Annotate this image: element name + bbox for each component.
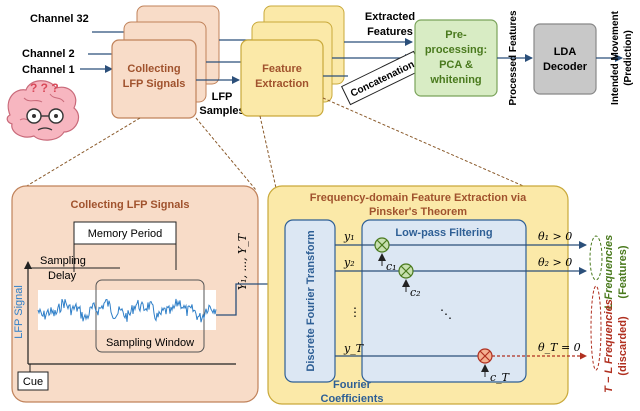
cT-label: c_T xyxy=(490,371,511,384)
zoom-line-left-a xyxy=(19,117,141,191)
diagonal-dots: ⋱ xyxy=(440,307,452,321)
cue-box xyxy=(17,371,49,391)
fourier-label-line2: Coefficients xyxy=(321,393,384,405)
thetaT-label: θ_T = 0 xyxy=(538,341,581,354)
pre-line4: whitening xyxy=(429,74,481,86)
fe-panel-title-line2: Pinsker's Theorem xyxy=(369,206,467,218)
fe-panel-title-line1: Frequency-domain Feature Extraction via xyxy=(310,192,527,204)
zoom-line-left-b xyxy=(195,117,257,191)
sampling-window-label: Sampling Window xyxy=(106,337,194,349)
multiplier-c2-icon xyxy=(398,263,414,279)
c1-label: c₁ xyxy=(386,260,397,273)
l-frequencies-ellipse xyxy=(589,235,603,281)
lda-line1: LDA xyxy=(554,46,577,58)
memory-period-label: Memory Period xyxy=(88,228,163,240)
collect-card-front xyxy=(111,39,197,119)
feat-label-line2: Extraction xyxy=(255,78,309,90)
signal-background xyxy=(38,290,216,330)
zoom-line-right-a xyxy=(259,115,277,189)
channel-1-label: Channel 1 xyxy=(22,64,75,76)
extracted-line1: Extracted xyxy=(365,11,415,23)
collect-label-line1: Collecting xyxy=(127,63,180,75)
zoom-line-right-b xyxy=(322,97,547,197)
multiplier-c1-icon xyxy=(374,237,390,253)
feat-card-front xyxy=(240,39,324,117)
dft-label: Discrete Fourier Transform xyxy=(305,230,317,371)
cue-label: Cue xyxy=(23,376,43,388)
multiplier-cT-icon xyxy=(477,348,493,364)
lda-line2: Decoder xyxy=(543,61,588,73)
lowpass-label: Low-pass Filtering xyxy=(395,227,492,239)
brain-question-marks: ? ? ? xyxy=(30,81,59,95)
brain-icon: ? ? ? xyxy=(6,80,79,141)
lfp-samples-line1: LFP xyxy=(212,91,233,103)
lfp-signal-axis-label: LFP Signal xyxy=(13,285,25,339)
output-line2: (Prediction) xyxy=(623,30,634,86)
feat-label-line1: Feature xyxy=(262,63,302,75)
tl-frequencies-line2: (discarded) xyxy=(617,316,629,376)
fourier-label-line1: Fourier xyxy=(333,379,372,391)
theta1-label: θ₁ > 0 xyxy=(538,230,572,243)
extracted-line2: Features xyxy=(367,26,413,38)
l-frequencies-line2: (Features) xyxy=(617,245,629,299)
memory-period-box xyxy=(73,221,177,245)
sampling-delay-line1: Sampling xyxy=(40,255,86,267)
y2-label: y₂ xyxy=(343,256,355,269)
output-line1: Intended Movement xyxy=(610,10,621,105)
y-vertical-dots: ⋮ xyxy=(349,305,361,319)
sampling-delay-line2: Delay xyxy=(48,270,77,282)
lowpass-box xyxy=(361,219,527,383)
collect-label-line2: LFP Signals xyxy=(123,78,186,90)
tl-frequencies-line1: T − L Frequencies xyxy=(603,299,615,393)
c2-label: c₂ xyxy=(410,286,421,299)
signal-to-dft-arrow xyxy=(216,280,283,316)
pre-line2: processing: xyxy=(425,44,487,56)
lda-decoder-box xyxy=(533,23,597,95)
yT-label: y_T xyxy=(343,342,365,355)
y-sequence-label: Y₁, ..., Y_T xyxy=(236,232,249,290)
lfp-samples-line2: Samples xyxy=(199,105,244,117)
pre-line1: Pre- xyxy=(445,29,467,41)
channel-32-label: Channel 32 xyxy=(30,13,89,25)
dft-box xyxy=(284,219,336,383)
discarded-ellipse xyxy=(590,285,602,371)
l-frequencies-line1: L Frequencies xyxy=(603,235,615,309)
lfp-signal-trace xyxy=(37,298,217,323)
y1-label: y₁ xyxy=(343,230,355,243)
channel-2-label: Channel 2 xyxy=(22,48,75,60)
pre-line3: PCA & xyxy=(439,59,473,71)
collecting-panel-title: Collecting LFP Signals xyxy=(71,199,190,211)
theta2-label: θ₂ > 0 xyxy=(538,256,572,269)
processed-features-label: Processed Features xyxy=(508,10,519,105)
